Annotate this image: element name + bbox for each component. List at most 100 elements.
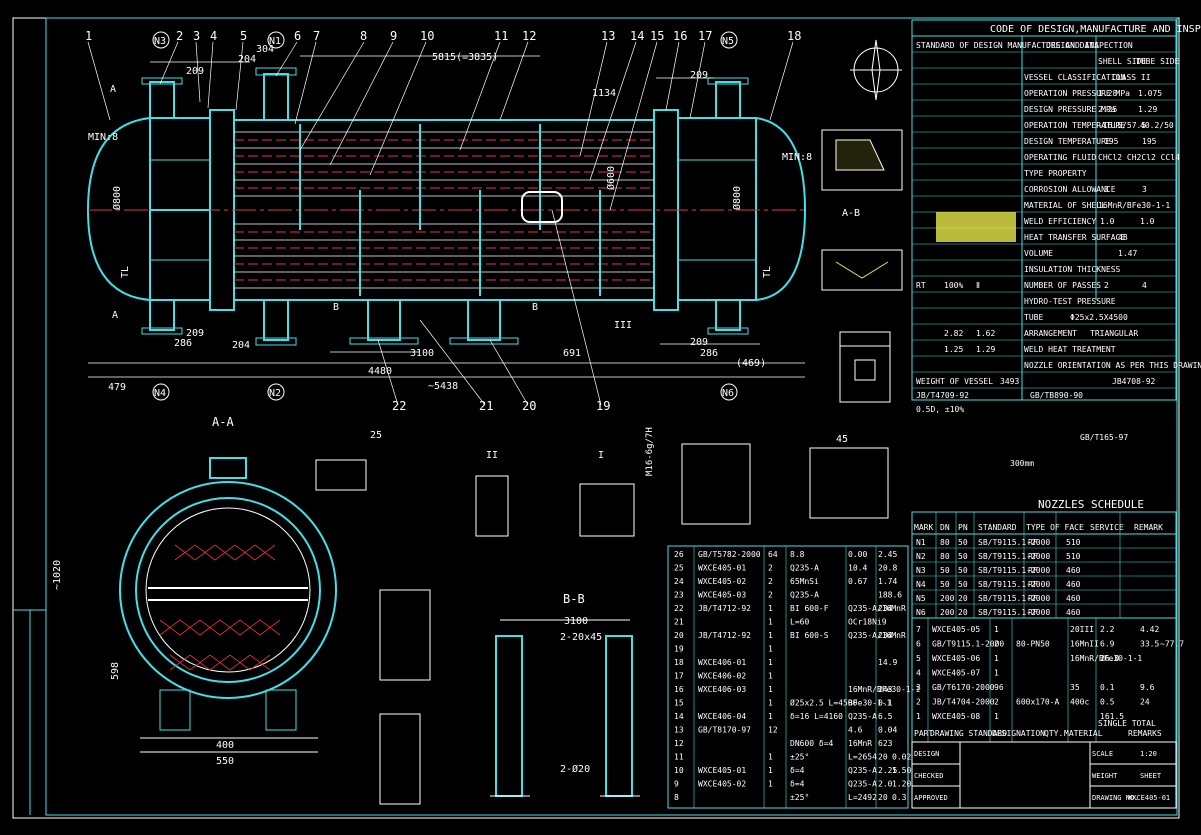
parts-left-row-cell: 15 xyxy=(674,699,684,708)
parts-left-row-cell: OCr18Ni9 xyxy=(848,618,887,627)
svg-text:JB/T4709-92: JB/T4709-92 xyxy=(916,391,969,400)
callout-20: 20 xyxy=(522,399,536,413)
parts-left-row-cell: BI 600-F xyxy=(790,604,829,613)
nozzle-row-cell: SB/T9115.1-2000 xyxy=(978,538,1050,547)
nozzle-n5 xyxy=(715,81,741,119)
parts-left-row-cell: 21 xyxy=(674,618,684,627)
parts-left-row-cell: 14.9 xyxy=(878,658,897,667)
svg-text:TYPE PROPERTY: TYPE PROPERTY xyxy=(1024,169,1087,178)
svg-text:SCALE: SCALE xyxy=(1092,750,1113,758)
svg-text:1.28: 1.28 xyxy=(1098,89,1117,98)
callout-12: 12 xyxy=(522,29,536,43)
title-b-b: B-B xyxy=(563,592,585,606)
parts-left-row-cell: 11 xyxy=(674,753,684,762)
nozzle-row-cell: RF xyxy=(1028,594,1038,603)
parts-left-row-cell: 2 xyxy=(768,564,773,573)
svg-text:DESIGN DATA: DESIGN DATA xyxy=(1046,41,1099,50)
svg-text:1.0: 1.0 xyxy=(1100,217,1115,226)
parts-left-row-cell: 1 xyxy=(768,645,773,654)
parts-right-row-cell: 5 xyxy=(916,654,921,663)
parts-left-row-cell: 0.04 xyxy=(878,726,897,735)
tl-left: TL xyxy=(120,266,131,278)
sec-a-bottom: A xyxy=(112,310,118,321)
dim-469: (469) xyxy=(736,358,766,369)
parts-left-row-cell: L=2492 xyxy=(848,793,877,802)
callout-5: 5 xyxy=(240,29,247,43)
svg-text:WELD HEAT TREATMENT: WELD HEAT TREATMENT xyxy=(1024,345,1116,354)
nozzle-row-cell: SB/T9115.1-2000 xyxy=(978,608,1050,617)
parts-left-row-cell: WXCE405-03 xyxy=(698,591,746,600)
parts-left-row-cell: WXCE405-01 xyxy=(698,564,746,573)
parts-left-row-cell: 1 xyxy=(768,699,773,708)
parts-right-row-cell: 161.5 xyxy=(1100,712,1124,721)
weld-details xyxy=(821,129,903,291)
svg-text:VESSEL CLASSIFICATION: VESSEL CLASSIFICATION xyxy=(1024,73,1125,82)
callout-4: 4 xyxy=(210,29,217,43)
svg-text:TRIANGULAR: TRIANGULAR xyxy=(1090,329,1138,338)
svg-text:SHEET: SHEET xyxy=(1140,772,1162,780)
dim-691: 691 xyxy=(563,348,581,359)
parts-left-row-cell: Q235-A xyxy=(848,780,877,789)
parts-left-row-cell: 13 xyxy=(674,726,684,735)
parts-left-row-cell: 10.4 xyxy=(848,564,867,573)
svg-text:GB/T165-97: GB/T165-97 xyxy=(1080,433,1128,442)
parts-right-row-cell: 9.6 xyxy=(1140,683,1155,692)
nozzle-row-cell: 460 xyxy=(1066,608,1081,617)
parts-left-row-cell: 0.1 xyxy=(878,699,893,708)
parts-right-row-cell: 6.9 xyxy=(1100,640,1115,649)
parts-left-row-cell: GB/T8170-97 xyxy=(698,726,751,735)
callout-1: 1 xyxy=(85,29,92,43)
parts-left-row-cell: Ø25x2.5 L=4500 xyxy=(790,698,858,708)
parts-left-row-cell: 25 xyxy=(674,564,684,573)
svg-text:DESIGN PRESSURE MPa: DESIGN PRESSURE MPa xyxy=(1024,105,1116,114)
parts-right-row-cell: 4 xyxy=(916,669,921,678)
parts-left-row-cell: 1 xyxy=(768,672,773,681)
svg-text:3: 3 xyxy=(1142,185,1147,194)
parts-left-row-cell: 1 xyxy=(768,766,773,775)
parts-right-row-cell: 16MnII xyxy=(1070,640,1099,649)
svg-text:1.29: 1.29 xyxy=(976,345,995,354)
nozzle-row-cell: N3 xyxy=(916,566,926,575)
parts-left-row-cell: Q235-A/16MnR xyxy=(848,604,906,613)
nozzle-row-cell: N1 xyxy=(916,538,926,547)
parts-right-row-cell: 2 xyxy=(994,640,999,649)
parts-left-row-cell: 9 xyxy=(674,780,679,789)
svg-text:DRAWING STANDARD: DRAWING STANDARD xyxy=(930,729,1007,738)
svg-text:ARRANGEMENT: ARRANGEMENT xyxy=(1024,329,1077,338)
dim-209-top: 209 xyxy=(186,66,204,77)
svg-text:DESIGN: DESIGN xyxy=(914,750,939,758)
svg-text:JB4708-92: JB4708-92 xyxy=(1112,377,1156,386)
nozzle-row-cell: N2 xyxy=(916,552,926,561)
parts-right-row-cell: WXCE405-05 xyxy=(932,625,980,634)
dim-479: 479 xyxy=(108,382,126,393)
parts-left-row-cell: δ=4 xyxy=(790,780,805,789)
title-a-a: A-A xyxy=(212,415,234,429)
dim-2-d20: 2-Ø20 xyxy=(560,763,590,775)
dia600: Ø600 xyxy=(605,166,617,190)
callout-10: 10 xyxy=(420,29,434,43)
parts-left-row-cell: 234 xyxy=(878,604,893,613)
parts-right-row-cell: 20III xyxy=(1070,625,1094,634)
nozzle-row-cell: SB/T9115.1-2000 xyxy=(978,552,1050,561)
nozzle-n4 xyxy=(149,299,175,331)
svg-text:100%: 100% xyxy=(944,281,963,290)
nozzle-n3 xyxy=(149,81,175,119)
parts-left-row-cell: 64 xyxy=(768,550,778,559)
nozzle-row-cell: 80 xyxy=(940,552,950,561)
parts-left-row-cell: JB/T4712-92 xyxy=(698,631,751,640)
svg-text:DESIGN TEMPERATURE: DESIGN TEMPERATURE xyxy=(1024,137,1111,146)
parts-left-row-cell: 12 xyxy=(674,739,684,748)
parts-right-row-cell: 24 xyxy=(1140,698,1150,707)
svg-text:0.5D, ±10%: 0.5D, ±10% xyxy=(916,405,964,414)
callout-19: 19 xyxy=(596,399,610,413)
parts-left-row-cell: 0.3 xyxy=(892,793,907,802)
parts-left-row-cell: 23 xyxy=(674,591,684,600)
callout-3: 3 xyxy=(193,29,200,43)
nozzle-row-cell: 50 xyxy=(958,552,968,561)
tl-right: TL xyxy=(762,266,773,278)
nozzle-row-cell: 510 xyxy=(1066,538,1081,547)
svg-text:SERVICE: SERVICE xyxy=(1090,523,1124,532)
parts-left-row-cell: 1 xyxy=(768,685,773,694)
callout-9: 9 xyxy=(390,29,397,43)
